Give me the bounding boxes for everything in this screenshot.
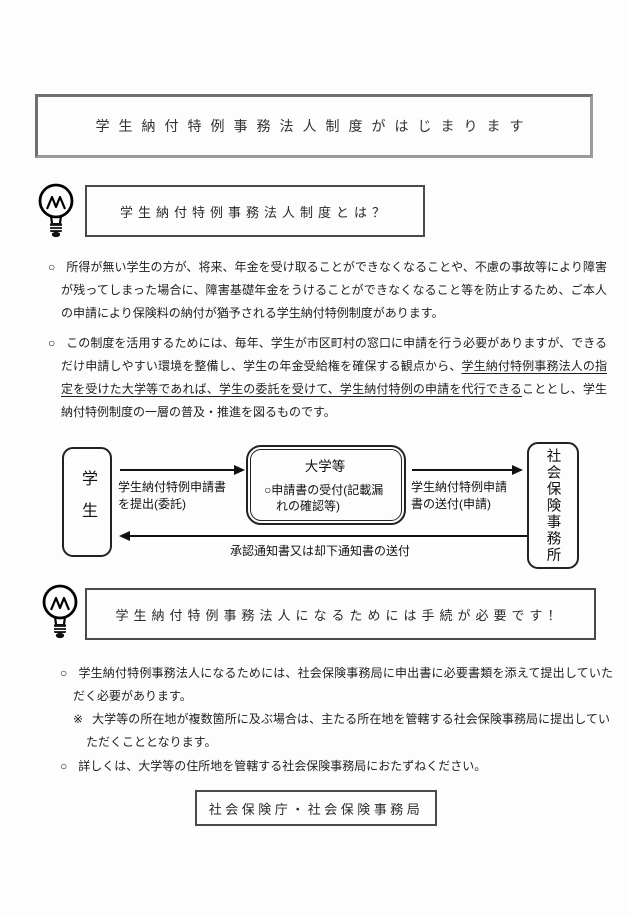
university-box-body: ○申請書の受付(記載漏れの確認等) [264,483,384,513]
send-arrow-label: 学生納付特例申請書の送付(申請) [411,480,508,511]
intro-paragraph-2-post: こととし、学生納付特例制度の一層の普及・推進を図るものです。 [61,382,607,419]
intro-paragraph-2: ○ この制度を活用するためには、毎年、学生が市区町村の窓口に申請を行う必要がありま… [48,332,607,424]
university-box: 大学等 ○申請書の受付(記載漏れの確認等) [246,445,406,525]
procedure-note-text: 大学等の所在地が複数箇所に及ぶ場合は、主たる所在地を管轄する社会保険事務局に提出… [86,712,610,749]
footer-organization-box: 社会保険庁・社会保険事務局 [195,790,437,826]
application-flow-diagram: 学生 大学等 ○申請書の受付(記載漏れの確認等) 社会保険事務所 学生納付特例申… [0,438,630,578]
university-box-inner: 大学等 ○申請書の受付(記載漏れの確認等) [250,449,402,521]
intro-paragraph-2-underlined: 学生納付特例事務法人の指定を受けた大学等であれば、学生の委託を受けて、学生納付特… [61,359,607,396]
bullet-marker: ○ [48,336,56,350]
insurance-office-box-label: 社会保険事務所 [544,447,561,564]
procedure-paragraph-1-text: 学生納付特例事務法人になるためには、社会保険事務局に申出書に必要書類を添えて提出… [73,666,614,703]
send-arrow-head-icon [512,464,523,475]
student-box-label: 学生 [79,470,96,534]
page-title: 学生納付特例事務法人制度がはじまります [95,120,533,135]
submit-arrow-label: 学生納付特例申請書を提出(委託) [118,480,227,511]
section-heading-about: 学生納付特例事務法人制度とは？ [119,204,390,220]
procedure-note: ※大学等の所在地が複数箇所に及ぶ場合は、主たる所在地を管轄する社会保険事務局に提… [73,708,610,754]
intro-paragraph-1: ○ 所得が無い学生の方が、将来、年金を受け取ることができなくなることや、不慮の事故… [48,256,607,325]
section-heading-box-about: 学生納付特例事務法人制度とは？ [85,185,425,237]
bullet-marker: ○ [60,666,68,680]
submit-arrow-head-icon [234,464,245,475]
bullet-marker: ○ [60,759,68,773]
procedure-paragraph-1: ○ 学生納付特例事務法人になるためには、社会保険事務局に申出書に必要書類を添えて提… [60,662,613,708]
student-box: 学生 [62,447,112,557]
section-heading-procedure: 学生納付特例事務法人になるためには手続が必要です！ [115,607,566,623]
lightbulb-icon [42,584,78,639]
notice-arrow-line [130,535,527,537]
notice-arrow-label: 承認通知書又は却下通知書の送付 [229,544,410,558]
insurance-office-box: 社会保険事務所 [527,442,579,569]
title-banner: 学生納付特例事務法人制度がはじまります [35,94,593,158]
university-box-title: 大学等 [304,459,346,474]
procedure-paragraph-2: ○ 詳しくは、大学等の住所地を管轄する社会保険事務局におたずねください。 [60,755,613,778]
note-marker: ※ [73,712,84,726]
bullet-marker: ○ [48,260,56,274]
section-heading-box-procedure: 学生納付特例事務法人になるためには手続が必要です！ [85,588,596,640]
notice-arrow-head-icon [119,530,130,541]
submit-arrow-line [120,469,235,471]
send-arrow-line [412,469,513,471]
lightbulb-icon [38,183,74,238]
procedure-paragraph-2-text: 詳しくは、大学等の住所地を管轄する社会保険事務局におたずねください。 [78,759,487,773]
intro-paragraph-1-text: 所得が無い学生の方が、将来、年金を受け取ることができなくなることや、不慮の事故等… [61,260,608,320]
intro-paragraph-2-pre: この制度を活用するためには、毎年、学生が市区町村の窓口に申請を行う必要があります… [61,336,607,373]
footer-organization-label: 社会保険庁・社会保険事務局 [208,801,424,817]
